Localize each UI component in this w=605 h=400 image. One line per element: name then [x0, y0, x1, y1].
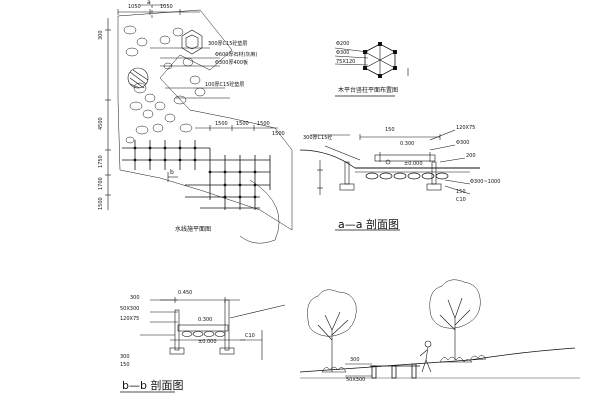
plan-dim-left-4: 1700	[98, 177, 104, 190]
plan-callout-2: Φ600厚石材(灰麻)	[215, 52, 258, 58]
tree-right	[429, 279, 481, 360]
plan-view	[105, 4, 293, 244]
section-a-elev-1: 0.300	[400, 141, 415, 147]
plan-dim-bottom-3: 1500	[257, 121, 270, 127]
section-a-dim-1: 150	[385, 127, 395, 133]
plan-dim-bottom-1: 1500	[215, 121, 228, 127]
hex-callout-3: 75X120	[336, 59, 356, 65]
section-b-callout-5: 150	[120, 362, 130, 368]
section-b-b	[120, 297, 286, 393]
hex-caption: 木平台竖柱平面布置图	[338, 87, 399, 94]
section-b-elev-2: 0.300	[198, 317, 213, 323]
section-b-elev-3: ±0.000	[198, 339, 217, 345]
section-a-callout-right-3: C10	[456, 197, 466, 203]
plan-callout-1: 300厚C15砼垫层	[208, 41, 248, 47]
section-b-callout-4: 300	[120, 354, 130, 360]
section-a-callout-left: 300厚C15砼	[303, 135, 333, 141]
hex-callout-2: Φ300	[336, 50, 350, 56]
plan-dim-top-1: 1050	[128, 4, 141, 10]
section-a-callout-top-2: 120X75	[456, 125, 476, 131]
elevation-callout-2: 50X300	[346, 377, 366, 383]
plan-caption: 水线施平面图	[175, 226, 212, 233]
hex-planter-detail	[334, 42, 409, 97]
elevation-view	[299, 279, 580, 379]
plan-callout-3: Φ300厚400板	[215, 60, 249, 66]
plan-section-mark-a: a	[147, 0, 151, 6]
section-b-caption: b—b 剖面图	[122, 379, 184, 392]
plan-dim-left-3: 1750	[98, 155, 104, 168]
plan-dim-left-1: 300	[98, 30, 104, 40]
section-a-a	[299, 129, 480, 231]
section-a-callout-top-3: Φ300	[456, 140, 470, 146]
elevation-callout-1: 300	[350, 357, 360, 363]
plan-dim-bottom-4: 1500	[272, 131, 285, 137]
section-b-elev-1: 0.450	[178, 290, 193, 296]
section-a-callout-right-1: Φ300~1000	[470, 179, 501, 185]
section-a-caption: a—a 剖面图	[338, 218, 399, 231]
tree-left	[307, 289, 357, 372]
plan-dim-top-2: 1050	[160, 4, 173, 10]
section-a-elev-2: ±0.000	[404, 161, 423, 167]
section-b-callout-2: 50X300	[120, 306, 140, 312]
section-a-callout-top-4: 200	[466, 153, 476, 159]
person-figure	[419, 340, 432, 373]
plan-dim-left-5: 1500	[98, 197, 104, 210]
section-a-callout-right-2: 150	[456, 189, 466, 195]
hex-callout-1: Φ200	[336, 41, 350, 47]
section-b-callout-right: C10	[245, 333, 255, 339]
plan-callout-4: 100厚C15砼垫层	[205, 82, 245, 88]
plan-dim-left-2: 4500	[98, 117, 104, 130]
plan-dim-bottom-2: 1500	[236, 121, 249, 127]
section-b-callout-1: 300	[130, 295, 140, 301]
plan-section-mark-b: b	[170, 169, 174, 176]
section-b-callout-3: 120X75	[120, 316, 140, 322]
